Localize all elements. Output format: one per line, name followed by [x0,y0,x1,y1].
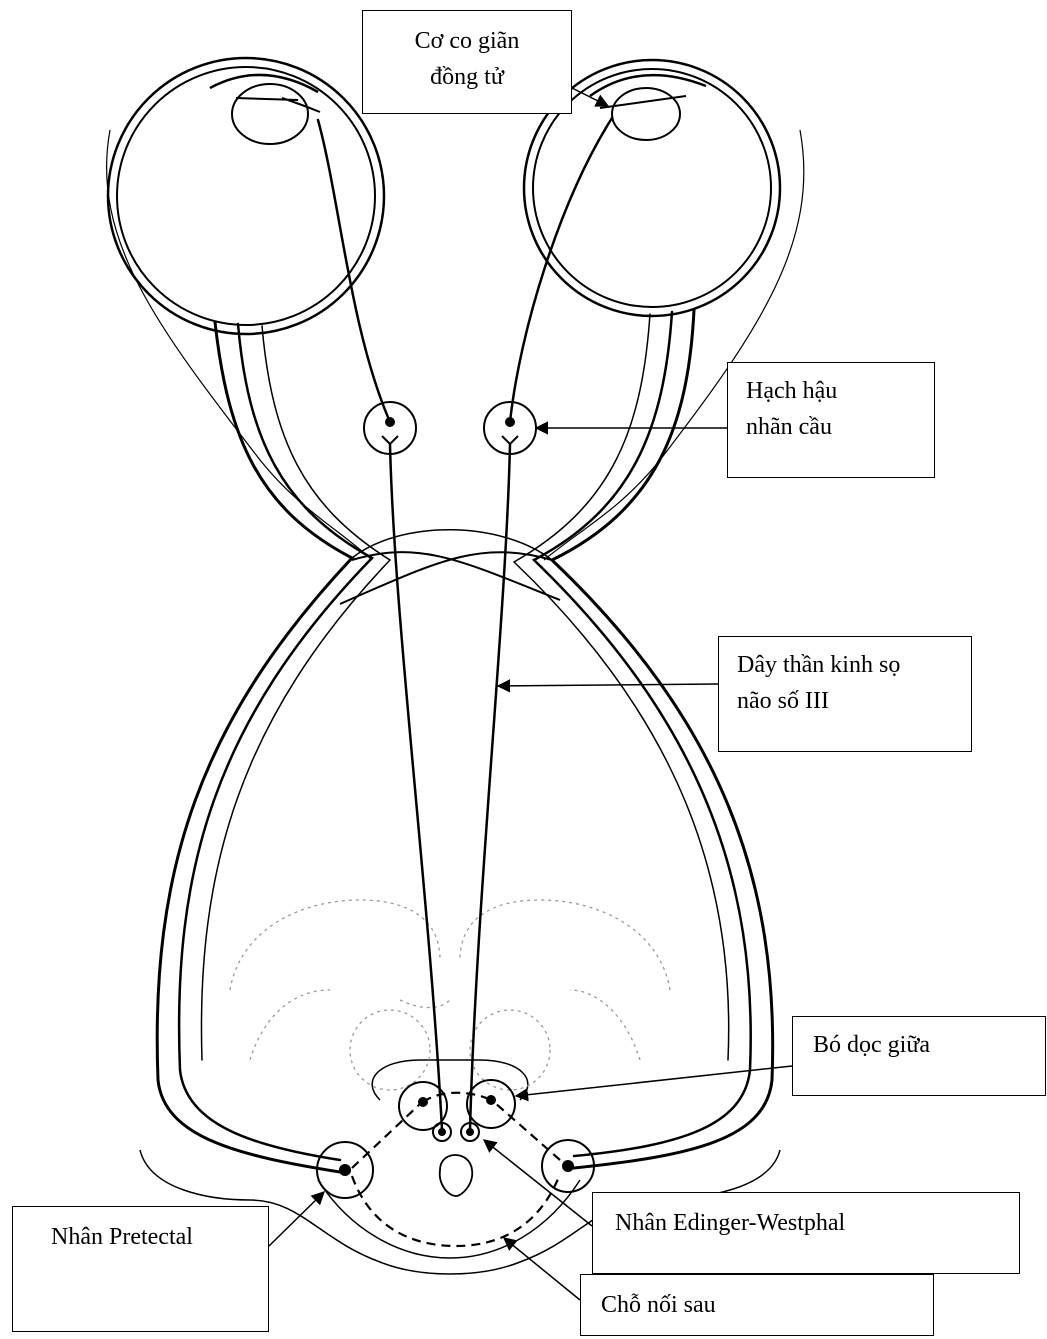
label-ciliary-ganglion: Hạch hậu nhãn cầu [727,362,935,478]
label-mlf: Bó dọc giữa [792,1016,1046,1096]
label-oculomotor-nerve-line-2: não số III [737,683,971,719]
label-pupil-sphincter-line-2: đồng tử [363,59,571,95]
right-lens [612,88,680,140]
pointer-mlf [516,1066,792,1096]
label-pupil-sphincter-line-1: Cơ co giãn [363,23,571,59]
label-posterior-commissure: Chỗ nối sau [580,1274,934,1336]
label-ciliary-ganglion-line-1: Hạch hậu [746,373,934,409]
left-lens [232,84,308,144]
label-oculomotor-nerve-line-1: Dây thần kinh sọ [737,647,971,683]
label-oculomotor-nerve: Dây thần kinh sọ não số III [718,636,972,752]
pointer-oculomotor-nerve [498,684,718,686]
pointer-pupil-sphincter [572,88,608,106]
cerebral-aqueduct [440,1155,472,1196]
label-pretectal-text: Nhân Pretectal [51,1219,268,1255]
left-eyeball [108,58,384,334]
label-edinger-westphal-text: Nhân Edinger-Westphal [615,1205,1019,1241]
left-optic-tract [157,322,390,1172]
label-pupil-sphincter: Cơ co giãn đồng tử [362,10,572,114]
label-pretectal-nucleus: Nhân Pretectal [12,1206,269,1332]
pointer-posterior-commissure [504,1238,580,1300]
pointer-pretectal [269,1192,324,1246]
label-mlf-text: Bó dọc giữa [813,1027,1045,1063]
posterior-commissure [352,1093,560,1246]
label-ciliary-ganglion-line-2: nhãn cầu [746,409,934,445]
outer-outline [107,130,804,560]
pointer-edinger-westphal [484,1140,592,1226]
label-edinger-westphal: Nhân Edinger-Westphal [592,1192,1020,1274]
label-posterior-commissure-text: Chỗ nối sau [601,1287,933,1323]
optic-chiasm [340,530,560,604]
nuclei [317,1080,594,1198]
brain-section-faint [230,900,670,1090]
